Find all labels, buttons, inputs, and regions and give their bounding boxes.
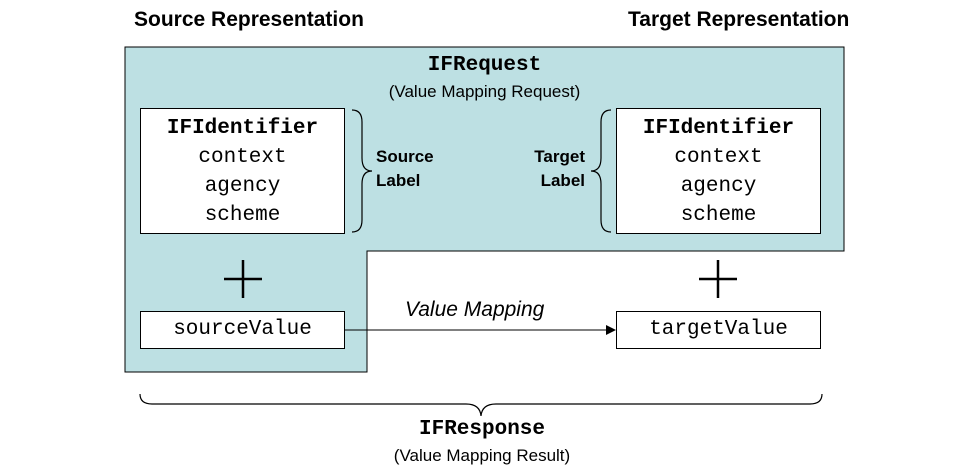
target-identifier-field-scheme: scheme (680, 204, 757, 227)
source-identifier-title: IFIdentifier (166, 117, 319, 140)
source-identifier-field-scheme: scheme (204, 204, 281, 227)
target-label-line2: Label (540, 171, 585, 190)
response-subtitle: (Value Mapping Result) (393, 446, 571, 465)
target-label-text: Target Label (505, 145, 585, 193)
target-label-brace (590, 109, 612, 233)
request-title: IFRequest (427, 54, 542, 77)
source-identifier-field-context: context (198, 146, 287, 169)
source-representation-heading: Source Representation (134, 8, 364, 31)
target-identifier-field-context: context (674, 146, 763, 169)
response-title: IFResponse (418, 418, 546, 441)
source-label-text: Source Label (376, 145, 434, 193)
target-identifier-box: IFIdentifier context agency scheme (616, 108, 821, 234)
response-brace (139, 393, 823, 417)
target-identifier-title: IFIdentifier (642, 117, 795, 140)
mapping-arrow-head (606, 325, 616, 335)
target-identifier-field-agency: agency (680, 175, 757, 198)
source-plus-icon (224, 260, 262, 298)
target-label-line1: Target (534, 147, 585, 166)
value-mapping-label: Value Mapping (405, 298, 545, 321)
target-representation-heading: Target Representation (628, 8, 850, 31)
source-label-brace (351, 109, 373, 233)
target-value-box: targetValue (616, 311, 821, 349)
source-label-line1: Source (376, 147, 434, 166)
source-identifier-field-agency: agency (204, 175, 281, 198)
source-label-line2: Label (376, 171, 421, 190)
source-value-box: sourceValue (140, 311, 345, 349)
request-subtitle: (Value Mapping Request) (388, 82, 581, 101)
target-plus-icon (699, 260, 737, 298)
source-identifier-box: IFIdentifier context agency scheme (140, 108, 345, 234)
